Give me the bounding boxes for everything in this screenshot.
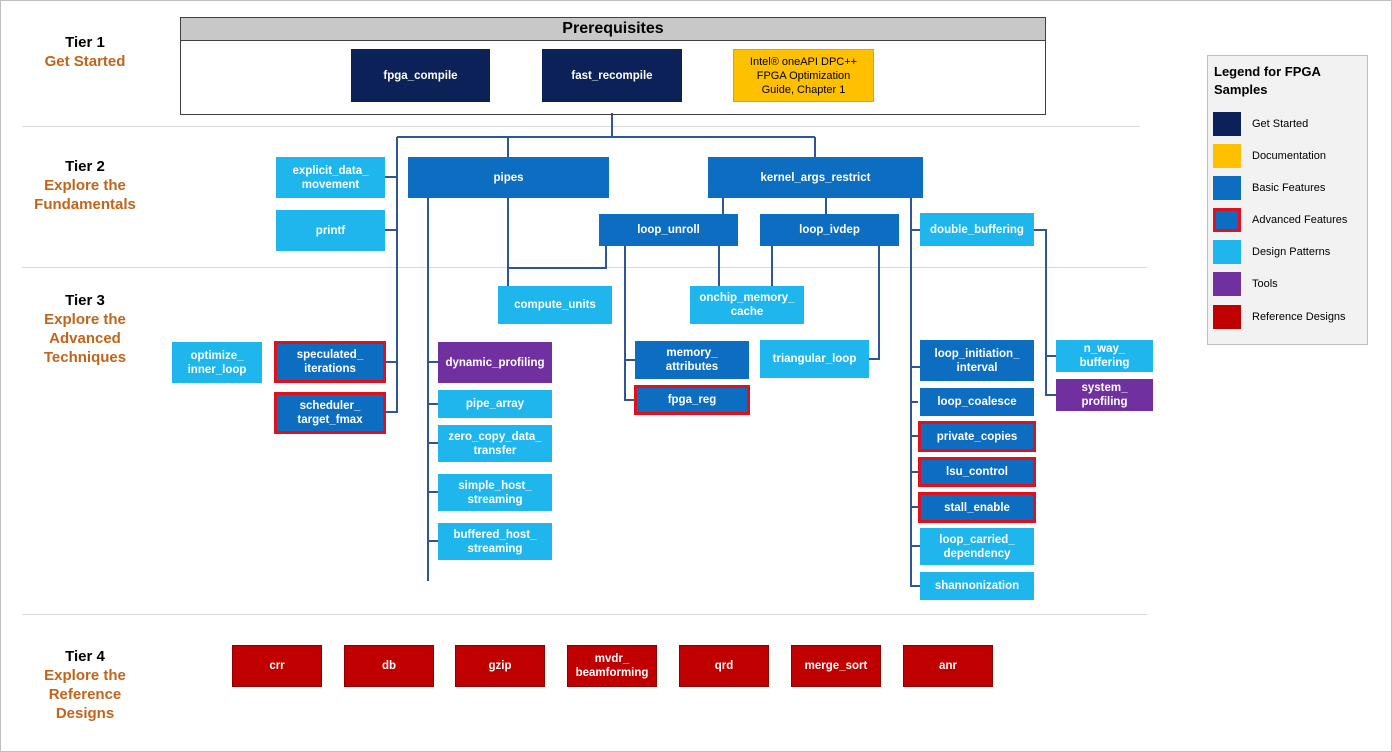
connector-line	[508, 246, 607, 269]
printf-box[interactable]: printf	[276, 210, 385, 251]
gzip-box[interactable]: gzip	[455, 645, 545, 687]
legend-swatch	[1213, 305, 1241, 329]
connector-line	[386, 137, 398, 413]
system-profiling-box[interactable]: system_ profiling	[1056, 379, 1153, 411]
anr-box[interactable]: anr	[903, 645, 993, 687]
onchip-memory-cache-box[interactable]: onchip_memory_ cache	[690, 286, 804, 324]
shannonization-box[interactable]: shannonization	[920, 572, 1034, 600]
connector-line	[624, 246, 634, 401]
legend-label: Get Started	[1252, 118, 1309, 130]
tier-1-subtitle: Get Started	[44, 53, 126, 70]
tier-1-name: Tier 1	[65, 34, 105, 51]
legend-label: Design Patterns	[1252, 246, 1331, 258]
double-buffering-box[interactable]: double_buffering	[920, 213, 1034, 246]
loop-carried-dependency-box[interactable]: loop_carried_ dependency	[920, 528, 1034, 565]
prerequisites-panel: Prerequisites	[180, 17, 1046, 115]
legend-swatch	[1213, 272, 1241, 296]
tier-2-label: Tier 2 Explore the Fundamentals	[20, 158, 150, 214]
triangular-loop-box[interactable]: triangular_loop	[760, 340, 869, 378]
optimization-guide-box[interactable]: Intel® oneAPI DPC++ FPGA Optimization Gu…	[733, 49, 874, 102]
qrd-box[interactable]: qrd	[679, 645, 769, 687]
tier-2-subtitle: Explore the Fundamentals	[34, 177, 136, 213]
legend-item: Advanced Features	[1213, 208, 1363, 232]
legend-swatch	[1213, 208, 1241, 232]
tier-3-subtitle: Explore the Advanced Techniques	[43, 311, 127, 366]
legend-item: Design Patterns	[1213, 240, 1363, 264]
prerequisites-title: Prerequisites	[181, 18, 1045, 41]
legend-label: Documentation	[1252, 150, 1326, 162]
lsu-control-box[interactable]: lsu_control	[918, 457, 1036, 487]
connector-line	[1034, 229, 1056, 396]
legend-item: Documentation	[1213, 144, 1363, 168]
legend-item: Reference Designs	[1213, 305, 1363, 329]
optimize-inner-loop-box[interactable]: optimize_ inner_loop	[172, 342, 262, 383]
connector-line	[869, 246, 880, 360]
db-box[interactable]: db	[344, 645, 434, 687]
scheduler-target-fmax-box[interactable]: scheduler_ target_fmax	[274, 392, 386, 434]
explicit-data-movement-box[interactable]: explicit_data_ movement	[276, 157, 385, 198]
legend-title: Legend for FPGA Samples	[1214, 64, 1321, 97]
tier-separator	[22, 614, 1147, 615]
memory-attributes-box[interactable]: memory_ attributes	[635, 341, 749, 379]
tier-3-name: Tier 3	[65, 292, 105, 309]
private-copies-box[interactable]: private_copies	[918, 421, 1036, 452]
fpga-compile-box[interactable]: fpga_compile	[351, 49, 490, 102]
legend-swatch	[1213, 240, 1241, 264]
tier-4-subtitle: Explore the Reference Designs	[44, 667, 126, 722]
loop-coalesce-box[interactable]: loop_coalesce	[920, 388, 1034, 416]
loop-ivdep-box[interactable]: loop_ivdep	[760, 214, 899, 246]
crr-box[interactable]: crr	[232, 645, 322, 687]
mvdr-beamforming-box[interactable]: mvdr_ beamforming	[567, 645, 657, 687]
tier-separator	[22, 126, 1140, 127]
legend-label: Tools	[1252, 278, 1278, 290]
fpga-reg-box[interactable]: fpga_reg	[634, 385, 750, 415]
tier-2-name: Tier 2	[65, 158, 105, 175]
legend-swatch	[1213, 144, 1241, 168]
legend-item: Tools	[1213, 272, 1363, 296]
legend: Legend for FPGA Samples Get Started Docu…	[1207, 55, 1368, 345]
tier-1-label: Tier 1 Get Started	[20, 34, 150, 71]
legend-label: Basic Features	[1252, 182, 1326, 194]
legend-swatch	[1213, 112, 1241, 136]
loop-unroll-box[interactable]: loop_unroll	[599, 214, 738, 246]
buffered-host-streaming-box[interactable]: buffered_host_ streaming	[438, 523, 552, 560]
dynamic-profiling-box[interactable]: dynamic_profiling	[438, 342, 552, 383]
simple-host-streaming-box[interactable]: simple_host_ streaming	[438, 474, 552, 511]
tier-3-label: Tier 3 Explore the Advanced Techniques	[20, 292, 150, 367]
n-way-buffering-box[interactable]: n_way_ buffering	[1056, 340, 1153, 372]
legend-swatch	[1213, 176, 1241, 200]
loop-initiation-interval-box[interactable]: loop_initiation_ interval	[920, 340, 1034, 381]
legend-label: Advanced Features	[1252, 214, 1348, 226]
tier-4-name: Tier 4	[65, 648, 105, 665]
legend-label: Reference Designs	[1252, 311, 1346, 323]
pipes-box[interactable]: pipes	[408, 157, 609, 198]
merge-sort-box[interactable]: merge_sort	[791, 645, 881, 687]
compute-units-box[interactable]: compute_units	[498, 286, 612, 324]
fast-recompile-box[interactable]: fast_recompile	[542, 49, 682, 102]
tier-4-label: Tier 4 Explore the Reference Designs	[20, 648, 150, 723]
zero-copy-data-transfer-box[interactable]: zero_copy_data_ transfer	[438, 425, 552, 462]
legend-item: Get Started	[1213, 112, 1363, 136]
kernel-args-restrict-box[interactable]: kernel_args_restrict	[708, 157, 923, 198]
legend-item: Basic Features	[1213, 176, 1363, 200]
connector-line	[910, 198, 920, 587]
pipe-array-box[interactable]: pipe_array	[438, 390, 552, 418]
stall-enable-box[interactable]: stall_enable	[918, 492, 1036, 523]
speculated-iterations-box[interactable]: speculated_ iterations	[274, 341, 386, 383]
